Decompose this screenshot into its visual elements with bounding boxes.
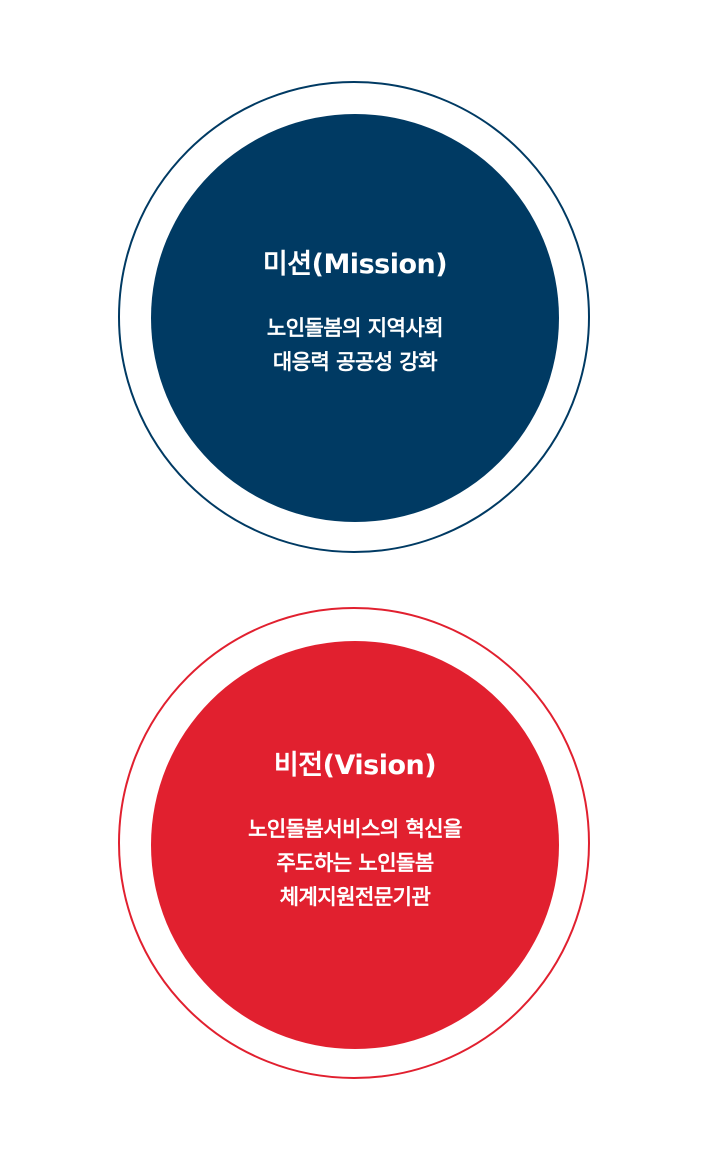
vision-line: 주도하는 노인돌봄	[276, 850, 434, 875]
vision-outer-ring	[118, 607, 590, 1079]
mission-line: 노인돌봄의 지역사회	[266, 315, 444, 340]
mission-text: 노인돌봄의 지역사회 대응력 공공성 강화	[266, 311, 444, 379]
vision-line: 노인돌봄서비스의 혁신을	[248, 816, 462, 841]
vision-circle: 비전(Vision) 노인돌봄서비스의 혁신을 주도하는 노인돌봄 체계지원전문…	[151, 641, 559, 1049]
vision-title: 비전(Vision)	[273, 749, 437, 781]
mission-line: 대응력 공공성 강화	[272, 349, 438, 374]
mission-circle: 미션(Mission) 노인돌봄의 지역사회 대응력 공공성 강화	[151, 114, 559, 522]
mission-title: 미션(Mission)	[262, 248, 448, 280]
vision-line: 체계지원전문기관	[279, 884, 431, 909]
vision-text: 노인돌봄서비스의 혁신을 주도하는 노인돌봄 체계지원전문기관	[248, 812, 462, 914]
mission-outer-ring	[118, 81, 590, 553]
